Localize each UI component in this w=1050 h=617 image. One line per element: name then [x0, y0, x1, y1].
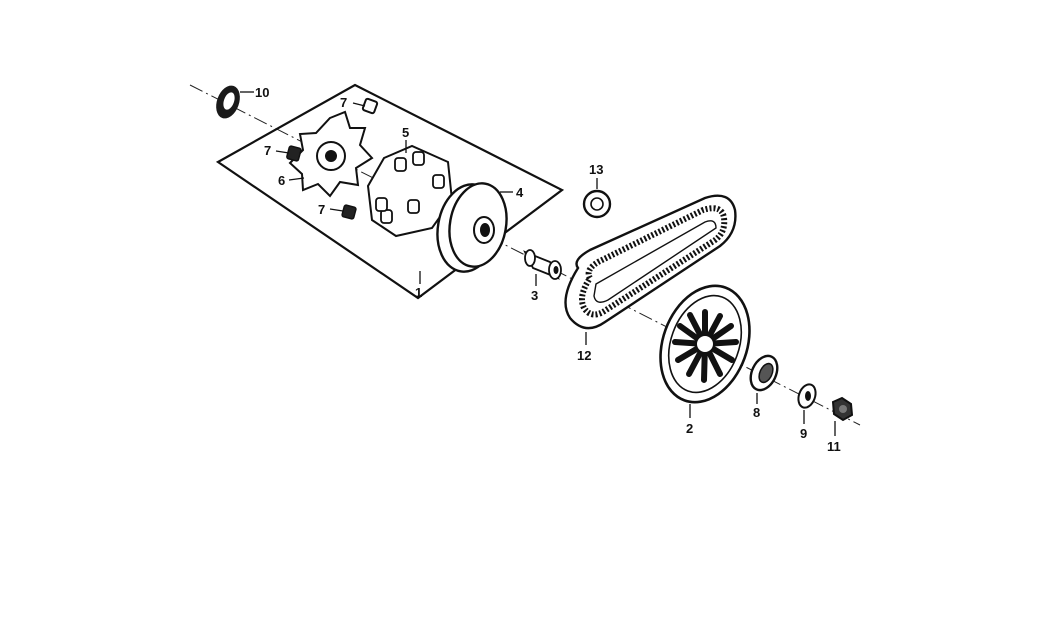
- callout-3[interactable]: 3: [531, 288, 538, 303]
- part-9-washer[interactable]: [795, 382, 818, 410]
- part-10-oil-seal[interactable]: [212, 82, 244, 121]
- assembly-outline: [215, 83, 565, 300]
- part-2-drive-face[interactable]: [645, 273, 765, 414]
- part-6-ramp-plate[interactable]: [288, 110, 374, 198]
- callout-1[interactable]: 1: [415, 285, 422, 300]
- callout-7-left[interactable]: 7: [264, 143, 271, 158]
- part-12-drive-belt[interactable]: [564, 194, 737, 330]
- part-7-slider-top[interactable]: [361, 97, 379, 115]
- part-5-weight-rollers[interactable]: [366, 144, 454, 238]
- part-3-collar[interactable]: [523, 249, 562, 280]
- part-13-washer[interactable]: [582, 189, 612, 219]
- callouts: 10 7 7 6 7 5 4 1 3 12 13 2 8 9 11: [255, 85, 841, 454]
- part-7-slider-bottom[interactable]: [341, 204, 357, 220]
- callout-6[interactable]: 6: [278, 173, 285, 188]
- part-8-bushing[interactable]: [746, 352, 783, 395]
- callout-5[interactable]: 5: [402, 125, 409, 140]
- callout-7-top[interactable]: 7: [340, 95, 347, 110]
- callout-9[interactable]: 9: [800, 426, 807, 441]
- part-1-drive-pulley-assembly[interactable]: [215, 83, 565, 300]
- part-7-slider-left[interactable]: [286, 145, 302, 162]
- callout-13[interactable]: 13: [589, 162, 603, 177]
- callout-12[interactable]: 12: [577, 348, 591, 363]
- callout-11[interactable]: 11: [827, 439, 841, 454]
- callout-4[interactable]: 4: [516, 185, 524, 200]
- callout-2[interactable]: 2: [686, 421, 693, 436]
- callout-8[interactable]: 8: [753, 405, 760, 420]
- part-11-nut[interactable]: [831, 396, 854, 422]
- callout-10[interactable]: 10: [255, 85, 269, 100]
- leader-lines: [240, 91, 836, 436]
- part-4-movable-drive-face[interactable]: [431, 179, 513, 277]
- callout-7-bottom[interactable]: 7: [318, 202, 325, 217]
